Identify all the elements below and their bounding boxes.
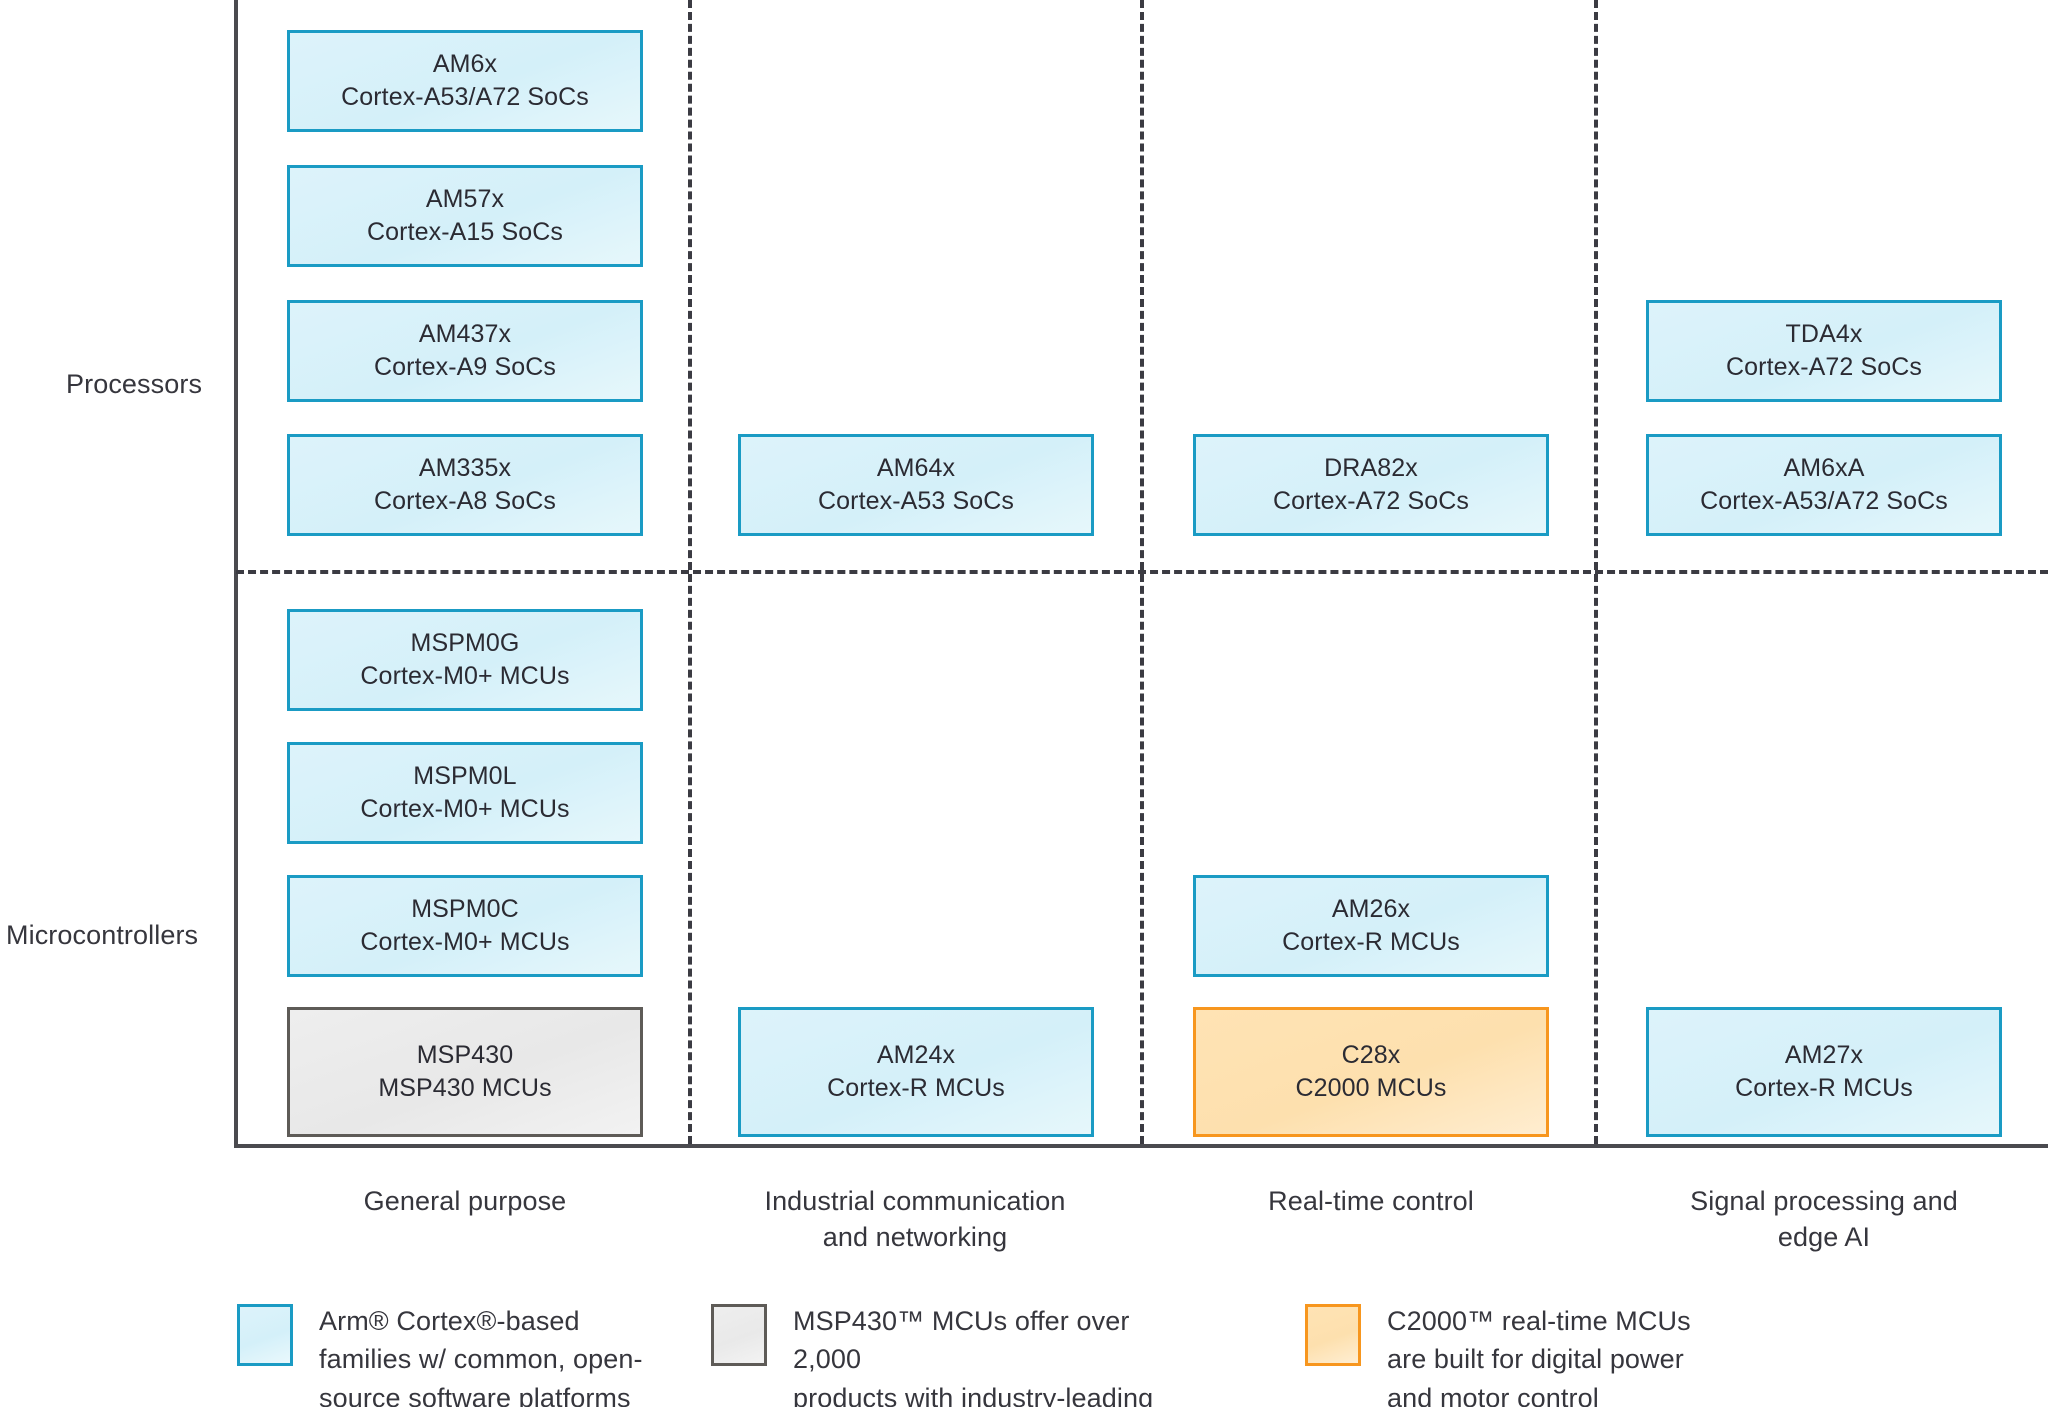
product-core: Cortex-A8 SoCs	[373, 487, 556, 515]
product-core: Cortex-M0+ MCUs	[360, 662, 570, 690]
product-box-mspm0g[interactable]: MSPM0G Cortex-M0+ MCUs	[287, 609, 643, 711]
product-family: AM27x	[1784, 1040, 1864, 1069]
product-box-am6x[interactable]: AM6x Cortex-A53/A72 SoCs	[287, 30, 643, 132]
product-box-am26x[interactable]: AM26x Cortex-R MCUs	[1193, 875, 1549, 977]
product-core: Cortex-A72 SoCs	[1272, 487, 1470, 515]
y-axis-line	[234, 0, 238, 1148]
product-core: Cortex-M0+ MCUs	[360, 928, 570, 956]
x-axis-line	[234, 1144, 2048, 1148]
product-box-am57x[interactable]: AM57x Cortex-A15 SoCs	[287, 165, 643, 267]
legend-label-arm: Arm® Cortex®-based families w/ common, o…	[319, 1306, 643, 1407]
product-core: Cortex-R MCUs	[1282, 928, 1460, 956]
legend-item-c2000: C2000™ real-time MCUs are built for digi…	[1305, 1302, 1725, 1407]
column-caption-signal-processing: Signal processing and edge AI	[1690, 1186, 1958, 1253]
product-core: MSP430 MCUs	[378, 1074, 552, 1102]
legend-item-msp430: MSP430™ MCUs offer over 2,000 products w…	[711, 1302, 1181, 1407]
product-family: AM335x	[418, 453, 512, 482]
product-box-am27x[interactable]: AM27x Cortex-R MCUs	[1646, 1007, 2002, 1137]
product-core: C2000 MCUs	[1295, 1074, 1447, 1102]
product-core: Cortex-A15 SoCs	[366, 218, 564, 246]
column-caption-industrial-communication: Industrial communication and networking	[764, 1186, 1066, 1253]
row-label-processors: Processors	[66, 369, 203, 399]
product-family: AM437x	[418, 319, 512, 348]
product-family: AM24x	[876, 1040, 956, 1069]
product-family: MSP430	[416, 1040, 514, 1069]
product-core: Cortex-A53/A72 SoCs	[1700, 487, 1948, 515]
column-caption-general-purpose: General purpose	[363, 1186, 567, 1216]
product-family: AM6x	[432, 49, 498, 78]
row-label-microcontrollers: Microcontrollers	[6, 920, 199, 950]
legend-swatch-msp430-icon	[711, 1304, 767, 1366]
product-family: C28x	[1341, 1040, 1401, 1069]
product-family: AM6xA	[1783, 453, 1865, 482]
product-box-msp430[interactable]: MSP430 MSP430 MCUs	[287, 1007, 643, 1137]
product-family: MSPM0C	[411, 894, 519, 923]
product-family: AM57x	[425, 184, 505, 213]
legend-swatch-c2000-icon	[1305, 1304, 1361, 1366]
legend-label-c2000: C2000™ real-time MCUs are built for digi…	[1387, 1306, 1691, 1407]
product-core: Cortex-A72 SoCs	[1725, 353, 1923, 381]
product-core: Cortex-A53 SoCs	[817, 487, 1015, 515]
product-family: AM26x	[1331, 894, 1411, 923]
legend-swatch-arm-icon	[237, 1304, 293, 1366]
product-box-dra82x[interactable]: DRA82x Cortex-A72 SoCs	[1193, 434, 1549, 536]
product-core: Cortex-R MCUs	[1735, 1074, 1913, 1102]
column-caption-real-time-control: Real-time control	[1268, 1186, 1474, 1216]
product-box-c28x[interactable]: C28x C2000 MCUs	[1193, 1007, 1549, 1137]
product-box-am6xa[interactable]: AM6xA Cortex-A53/A72 SoCs	[1646, 434, 2002, 536]
product-core: Cortex-A53/A72 SoCs	[341, 83, 589, 111]
product-core: Cortex-A9 SoCs	[373, 353, 556, 381]
row-divider-processors-microcontrollers	[236, 570, 2048, 574]
product-family: MSPM0G	[410, 628, 520, 657]
product-family: AM64x	[876, 453, 956, 482]
product-family: MSPM0L	[413, 761, 517, 790]
product-core: Cortex-M0+ MCUs	[360, 795, 570, 823]
product-box-mspm0c[interactable]: MSPM0C Cortex-M0+ MCUs	[287, 875, 643, 977]
legend-item-arm: Arm® Cortex®-based families w/ common, o…	[237, 1302, 657, 1407]
product-family: DRA82x	[1324, 453, 1418, 482]
product-box-am24x[interactable]: AM24x Cortex-R MCUs	[738, 1007, 1094, 1137]
product-box-mspm0l[interactable]: MSPM0L Cortex-M0+ MCUs	[287, 742, 643, 844]
product-box-tda4x[interactable]: TDA4x Cortex-A72 SoCs	[1646, 300, 2002, 402]
product-core: Cortex-R MCUs	[827, 1074, 1005, 1102]
product-box-am64x[interactable]: AM64x Cortex-A53 SoCs	[738, 434, 1094, 536]
legend-label-msp430: MSP430™ MCUs offer over 2,000 products w…	[793, 1306, 1154, 1407]
product-family: TDA4x	[1785, 319, 1863, 348]
product-box-am437x[interactable]: AM437x Cortex-A9 SoCs	[287, 300, 643, 402]
product-box-am335x[interactable]: AM335x Cortex-A8 SoCs	[287, 434, 643, 536]
